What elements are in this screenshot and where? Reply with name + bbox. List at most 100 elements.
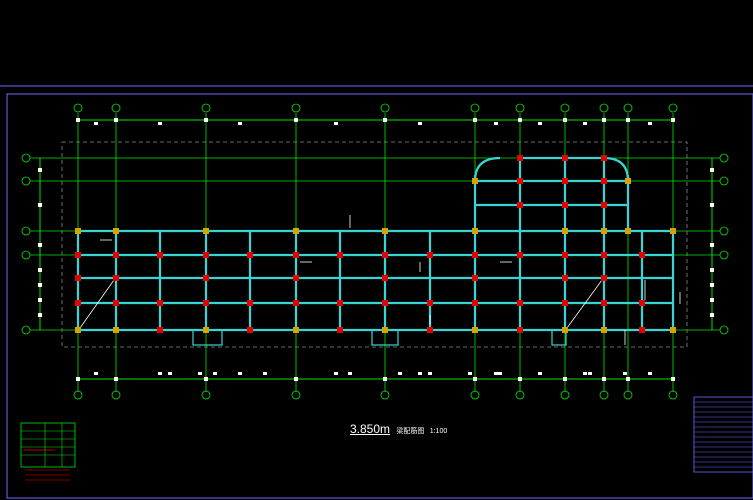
column bbox=[472, 252, 478, 258]
dim-mark bbox=[334, 122, 338, 125]
column bbox=[601, 252, 607, 258]
column bbox=[247, 327, 253, 333]
dim-mark-side bbox=[710, 168, 714, 172]
dim-tick bbox=[473, 377, 477, 381]
dim-mark bbox=[168, 372, 172, 375]
beam-curve bbox=[473, 156, 501, 182]
plan-name: 梁配筋图 bbox=[396, 428, 425, 435]
column bbox=[639, 252, 645, 258]
grid-bubble-bottom bbox=[380, 390, 390, 400]
column bbox=[517, 327, 523, 333]
column bbox=[670, 228, 676, 234]
dim-tick bbox=[204, 377, 208, 381]
scale-label: 1:100 bbox=[429, 428, 448, 435]
dim-tick bbox=[602, 377, 606, 381]
dim-mark bbox=[428, 372, 432, 375]
column bbox=[472, 300, 478, 306]
column bbox=[562, 252, 568, 258]
column bbox=[203, 275, 209, 281]
column bbox=[75, 252, 81, 258]
column bbox=[562, 300, 568, 306]
column bbox=[601, 228, 607, 234]
column bbox=[293, 300, 299, 306]
column bbox=[75, 327, 81, 333]
dim-mark-side bbox=[710, 203, 714, 207]
grid-bubble-right bbox=[719, 226, 729, 236]
grid-bubble-top bbox=[515, 103, 525, 113]
grid-bubble-top bbox=[470, 103, 480, 113]
grid-bubble-top bbox=[380, 103, 390, 113]
dim-tick bbox=[294, 377, 298, 381]
column bbox=[639, 300, 645, 306]
column bbox=[639, 327, 645, 333]
column bbox=[382, 275, 388, 281]
column bbox=[113, 228, 119, 234]
column bbox=[601, 327, 607, 333]
dim-mark bbox=[94, 122, 98, 125]
column bbox=[203, 300, 209, 306]
dim-tick bbox=[671, 118, 675, 122]
column bbox=[247, 300, 253, 306]
dim-mark bbox=[494, 122, 498, 125]
column bbox=[382, 228, 388, 234]
column bbox=[601, 178, 607, 184]
grid-bubble-bottom bbox=[560, 390, 570, 400]
dim-mark-side bbox=[710, 313, 714, 317]
column bbox=[203, 228, 209, 234]
grid-bubble-top bbox=[668, 103, 678, 113]
column bbox=[157, 300, 163, 306]
column bbox=[75, 275, 81, 281]
column bbox=[517, 202, 523, 208]
dashed-outline bbox=[61, 141, 688, 348]
dim-mark-side bbox=[710, 298, 714, 302]
dim-tick bbox=[626, 377, 630, 381]
column bbox=[472, 228, 478, 234]
column bbox=[337, 252, 343, 258]
column bbox=[625, 228, 631, 234]
column bbox=[293, 327, 299, 333]
dim-mark bbox=[494, 372, 498, 375]
dim-tick bbox=[383, 377, 387, 381]
column bbox=[562, 275, 568, 281]
dim-mark bbox=[583, 372, 587, 375]
grid-bubble-left bbox=[21, 325, 31, 335]
dim-mark-side bbox=[710, 243, 714, 247]
grid-bubble-right bbox=[719, 153, 729, 163]
dim-tick bbox=[76, 377, 80, 381]
dim-tick bbox=[76, 118, 80, 122]
dim-mark bbox=[238, 372, 242, 375]
column bbox=[293, 275, 299, 281]
grid-bubble-right bbox=[719, 176, 729, 186]
elevation-label: 3.850m bbox=[350, 422, 391, 436]
dim-mark bbox=[583, 122, 587, 125]
dim-tick bbox=[114, 118, 118, 122]
beam-curve bbox=[603, 156, 630, 182]
dim-mark bbox=[348, 372, 352, 375]
dim-tick bbox=[383, 118, 387, 122]
dim-mark bbox=[398, 372, 402, 375]
grid-bubble-bottom bbox=[73, 390, 83, 400]
dim-mark bbox=[623, 372, 627, 375]
column bbox=[75, 300, 81, 306]
column bbox=[113, 327, 119, 333]
dim-mark bbox=[158, 122, 162, 125]
dim-mark-side bbox=[710, 283, 714, 287]
column bbox=[382, 327, 388, 333]
dim-tick bbox=[518, 118, 522, 122]
dim-tick bbox=[518, 377, 522, 381]
grid-bubble-right bbox=[719, 325, 729, 335]
column bbox=[562, 178, 568, 184]
dim-tick bbox=[204, 118, 208, 122]
grid-bubble-bottom bbox=[599, 390, 609, 400]
dim-mark bbox=[648, 122, 652, 125]
dim-mark bbox=[418, 122, 422, 125]
dim-mark bbox=[648, 372, 652, 375]
stair-diagonal bbox=[79, 279, 115, 329]
column bbox=[517, 252, 523, 258]
grid-bubble-bottom bbox=[470, 390, 480, 400]
plan-title: 3.850m 梁配筋图 1:100 bbox=[350, 422, 447, 436]
dim-mark bbox=[263, 372, 267, 375]
column bbox=[601, 300, 607, 306]
